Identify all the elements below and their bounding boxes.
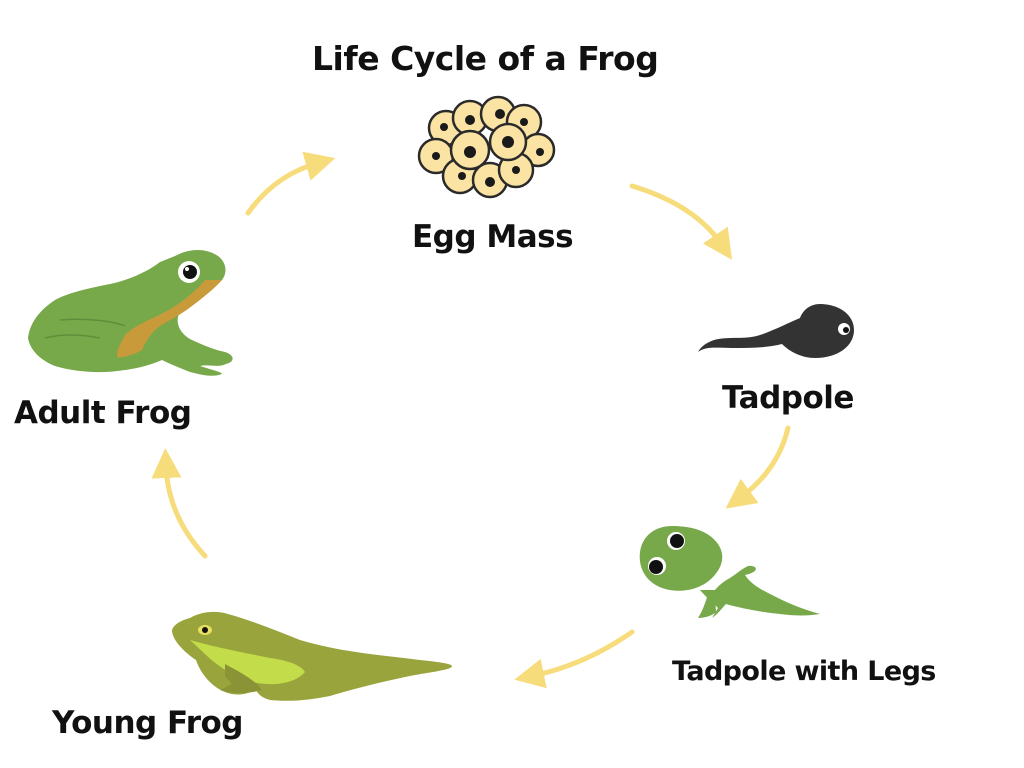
stage-label-egg-mass: Egg Mass [412,219,574,255]
young-frog-icon [172,611,452,701]
adult-frog-icon [28,250,233,376]
stage-label-adult-frog: Adult Frog [14,395,192,431]
arrow-legs-to-young [514,629,635,689]
arrow-young-to-adult [151,448,208,559]
stage-label-tadpole-with-legs: Tadpole with Legs [672,656,936,687]
egg-mass-icon [417,95,556,199]
arrow-egg-to-tadpole [629,183,733,260]
arrow-adult-to-egg [245,151,336,216]
stage-label-tadpole: Tadpole [722,380,854,416]
stage-label-young-frog: Young Frog [52,705,244,741]
cycle-arrows [151,151,791,689]
diagram-title: Life Cycle of a Frog [312,39,659,78]
arrow-tadpole-to-legs [725,425,791,509]
tadpole-with-legs-icon [639,526,820,618]
tadpole-icon [698,304,854,358]
